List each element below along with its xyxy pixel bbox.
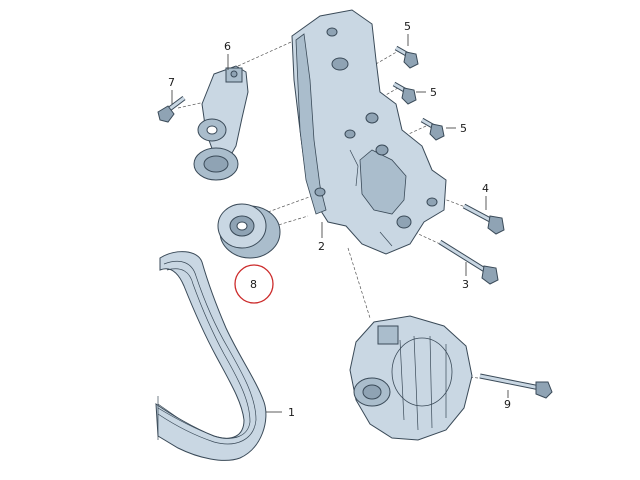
- leader-lines: [171, 34, 509, 413]
- callout-4: 4: [482, 182, 489, 195]
- highlight-circle: [234, 264, 274, 304]
- callout-5b: 5: [430, 86, 437, 99]
- bolt-4-icon: [462, 203, 505, 235]
- callout-5a: 5: [404, 20, 411, 33]
- callout-5c: 5: [460, 122, 467, 135]
- callout-9: 9: [504, 398, 511, 411]
- bracket-housing-icon: [291, 9, 447, 255]
- long-bolt-9-icon: [479, 373, 553, 399]
- idler-pulley-icon: [217, 203, 281, 259]
- callout-8: 8: [250, 278, 257, 291]
- short-bolt-5b-icon: [392, 81, 417, 105]
- callout-6: 6: [224, 40, 231, 53]
- callout-3: 3: [462, 278, 469, 291]
- alternator-icon: [349, 315, 473, 441]
- belt-tensioner-icon: [193, 65, 249, 181]
- long-bolt-3-icon: [438, 239, 499, 285]
- short-bolt-5a-icon: [394, 45, 419, 69]
- short-bolt-5c-icon: [420, 117, 445, 141]
- callout-1: 1: [288, 406, 295, 419]
- ribbed-v-belt-icon: [155, 251, 267, 461]
- callout-2: 2: [318, 240, 325, 253]
- callout-7: 7: [168, 76, 175, 89]
- bolt-7-icon: [157, 96, 186, 123]
